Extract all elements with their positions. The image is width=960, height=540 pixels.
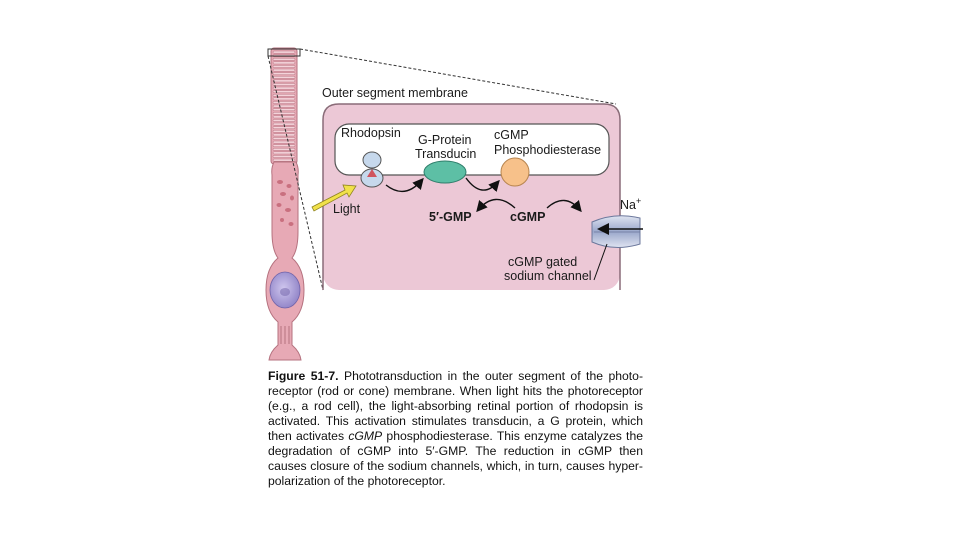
- caption-italic-cgmp: cGMP: [348, 429, 383, 443]
- channel-label-line2: sodium channel: [504, 269, 592, 283]
- sodium-ion-label: Na+: [620, 196, 641, 212]
- disc: [272, 104, 296, 108]
- disc: [272, 108, 296, 112]
- caption-text-1: Phototransduction in the outer segment o…: [268, 369, 644, 443]
- channel-label-line1: cGMP gated: [508, 255, 577, 269]
- disc: [272, 57, 296, 61]
- inner-segment-organelles: [276, 180, 294, 226]
- disc: [272, 140, 296, 144]
- channel-pointer-line: [593, 243, 608, 281]
- disc: [272, 158, 296, 162]
- rhodopsin-label: Rhodopsin: [341, 126, 401, 140]
- arrow-cgmp-to-channel: [546, 199, 582, 213]
- disc: [272, 129, 296, 133]
- caption-text-2: phosphodiesterase. This enzyme catalyzes…: [268, 429, 643, 488]
- disc: [272, 90, 296, 94]
- figure-caption: Figure 51-7. Phototransduction in the ou…: [268, 369, 643, 489]
- figure-label: Figure 51-7.: [268, 369, 339, 383]
- light-arrow: [311, 184, 357, 212]
- sodium-ion-charge: +: [636, 196, 641, 206]
- disc: [272, 155, 296, 158]
- arrow-transducin-to-pde: [465, 177, 500, 192]
- disc: [272, 93, 296, 97]
- disc: [272, 65, 296, 68]
- disc: [272, 50, 296, 54]
- transducin-protein: [423, 160, 467, 184]
- cgmp-mid-label: cGMP: [510, 210, 545, 224]
- rhodopsin-protein: [360, 151, 384, 188]
- disc: [272, 126, 296, 130]
- disc-membrane: [334, 123, 610, 176]
- phosphodiesterase-label: Phosphodiesterase: [494, 143, 601, 157]
- disc: [272, 68, 296, 72]
- disc: [272, 79, 296, 83]
- disc: [272, 147, 296, 151]
- sodium-ion-symbol: Na: [620, 198, 636, 212]
- arrow-cgmp-to-5gmp: [476, 198, 516, 213]
- inset-outline: [322, 103, 621, 290]
- disc: [272, 101, 296, 104]
- cgmp-top-label: cGMP: [494, 128, 529, 142]
- disc: [272, 119, 296, 122]
- zoom-line-top: [299, 48, 617, 105]
- disc: [272, 97, 296, 101]
- nucleolus: [280, 288, 290, 296]
- disc: [272, 144, 296, 148]
- disc: [272, 83, 296, 86]
- disc: [272, 111, 296, 115]
- phosphodiesterase-protein: [500, 157, 530, 187]
- rod-cell: [265, 47, 617, 361]
- inset-panel: [323, 104, 620, 290]
- arrow-rhodopsin-to-transducin: [385, 177, 424, 193]
- disc: [272, 133, 296, 137]
- disc: [272, 115, 296, 119]
- disc: [272, 75, 296, 79]
- rod-inner-segment: [265, 161, 305, 361]
- five-gmp-label: 5′-GMP: [429, 210, 472, 224]
- synaptic-terminal: [280, 326, 290, 344]
- disc: [272, 86, 296, 90]
- outer-segment-label: Outer segment membrane: [322, 86, 468, 100]
- disc: [272, 72, 296, 76]
- outer-segment-discs: [270, 47, 298, 165]
- transducin-label: Transducin: [415, 147, 476, 161]
- disc: [272, 137, 296, 140]
- zoom-region-box: [267, 48, 301, 57]
- disc: [272, 61, 296, 65]
- disc: [272, 151, 296, 155]
- gprotein-label: G-Protein: [418, 133, 472, 147]
- zoom-line-bottom: [267, 55, 324, 291]
- sodium-channel: [591, 215, 641, 248]
- light-label: Light: [333, 202, 361, 216]
